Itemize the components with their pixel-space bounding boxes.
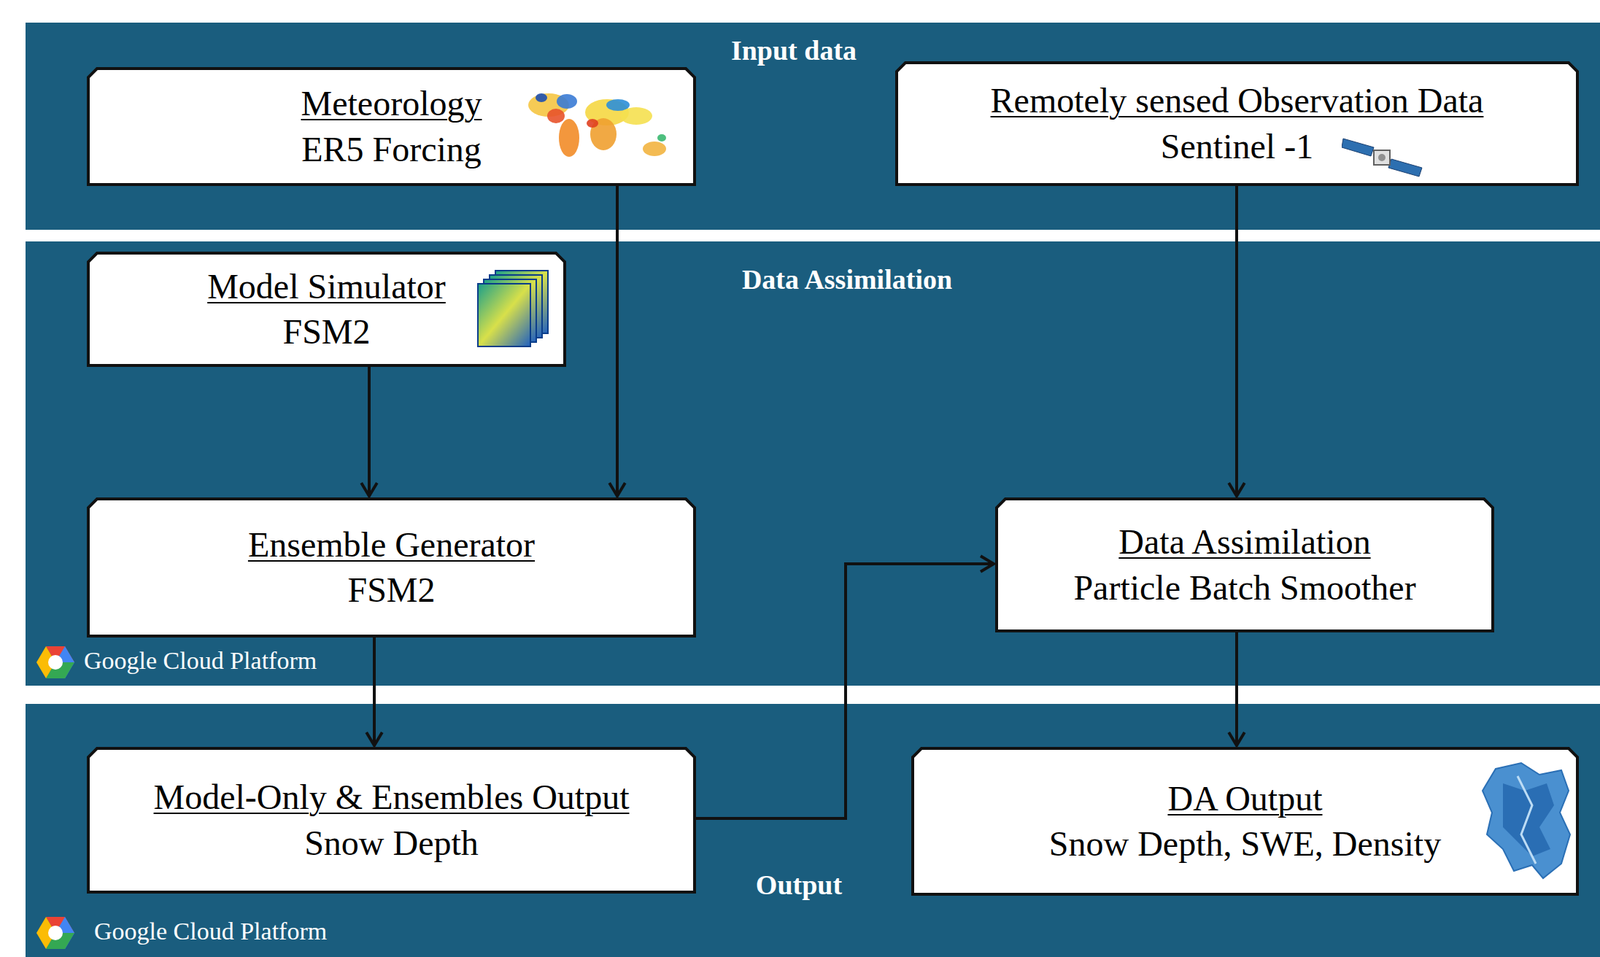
box-outline xyxy=(995,497,1495,633)
box-subtitle: Sentinel -1 xyxy=(1160,124,1314,170)
snow-map-icon xyxy=(1481,761,1573,883)
process-box: Ensemble GeneratorFSM2 xyxy=(86,497,697,638)
flow-arrow xyxy=(1228,186,1245,497)
box-title: Model Simulator xyxy=(207,264,446,310)
box-outline xyxy=(86,497,697,638)
box-content: Model-Only & Ensembles OutputSnow Depth xyxy=(86,747,697,894)
flow-arrow xyxy=(361,366,378,497)
box-title: Remotely sensed Observation Data xyxy=(990,78,1484,124)
band-heading: Output xyxy=(755,868,842,902)
flow-arrow xyxy=(366,637,383,746)
world-map-icon xyxy=(526,83,680,171)
flow-arrow xyxy=(1228,632,1245,746)
gcp-logo xyxy=(35,914,76,952)
band-heading: Data Assimilation xyxy=(741,263,953,296)
box-subtitle: Particle Batch Smoother xyxy=(1073,565,1416,611)
box-subtitle: ER5 Forcing xyxy=(301,126,482,173)
platform-band: Data AssimilationGoogle Cloud Platform Mo… xyxy=(25,241,1600,686)
flow-arrow xyxy=(696,555,994,819)
box-title: Data Assimilation xyxy=(1118,519,1371,565)
box-subtitle: FSM2 xyxy=(347,567,435,613)
box-content: DA OutputSnow Depth, SWE, Density xyxy=(911,747,1579,896)
box-outline xyxy=(86,747,697,894)
process-box: Data AssimilationParticle Batch Smoother xyxy=(995,497,1495,633)
box-subtitle: Snow Depth xyxy=(304,820,479,867)
platform-band: Input dataMeteorologyER5 Forcing Remotely… xyxy=(25,22,1600,230)
model-stack-icon xyxy=(474,267,557,350)
flow-arrow xyxy=(609,186,626,497)
platform-label: Google Cloud Platform xyxy=(94,917,327,946)
box-subtitle: Snow Depth, SWE, Density xyxy=(1049,821,1441,867)
process-box: Remotely sensed Observation DataSentinel… xyxy=(895,61,1579,187)
box-title: Meteorology xyxy=(301,80,483,127)
box-outline xyxy=(911,747,1579,896)
box-subtitle: FSM2 xyxy=(282,309,370,355)
satellite-icon xyxy=(1341,134,1424,180)
box-content: Ensemble GeneratorFSM2 xyxy=(86,497,697,638)
box-title: DA Output xyxy=(1167,776,1323,822)
process-box: Model SimulatorFSM2 xyxy=(86,251,567,367)
platform-band: OutputGoogle Cloud Platform Model-Only & … xyxy=(25,704,1600,957)
box-outline xyxy=(895,61,1579,187)
box-content: Data AssimilationParticle Batch Smoother xyxy=(995,497,1495,633)
process-box: DA OutputSnow Depth, SWE, Density xyxy=(911,747,1579,896)
box-content: Remotely sensed Observation DataSentinel… xyxy=(895,61,1579,187)
process-box: MeteorologyER5 Forcing xyxy=(86,67,697,187)
gcp-logo xyxy=(35,644,76,681)
process-box: Model-Only & Ensembles OutputSnow Depth xyxy=(86,747,697,894)
box-title: Model-Only & Ensembles Output xyxy=(153,774,630,821)
band-heading: Input data xyxy=(731,34,857,67)
box-title: Ensemble Generator xyxy=(248,522,535,568)
platform-label: Google Cloud Platform xyxy=(83,647,317,675)
